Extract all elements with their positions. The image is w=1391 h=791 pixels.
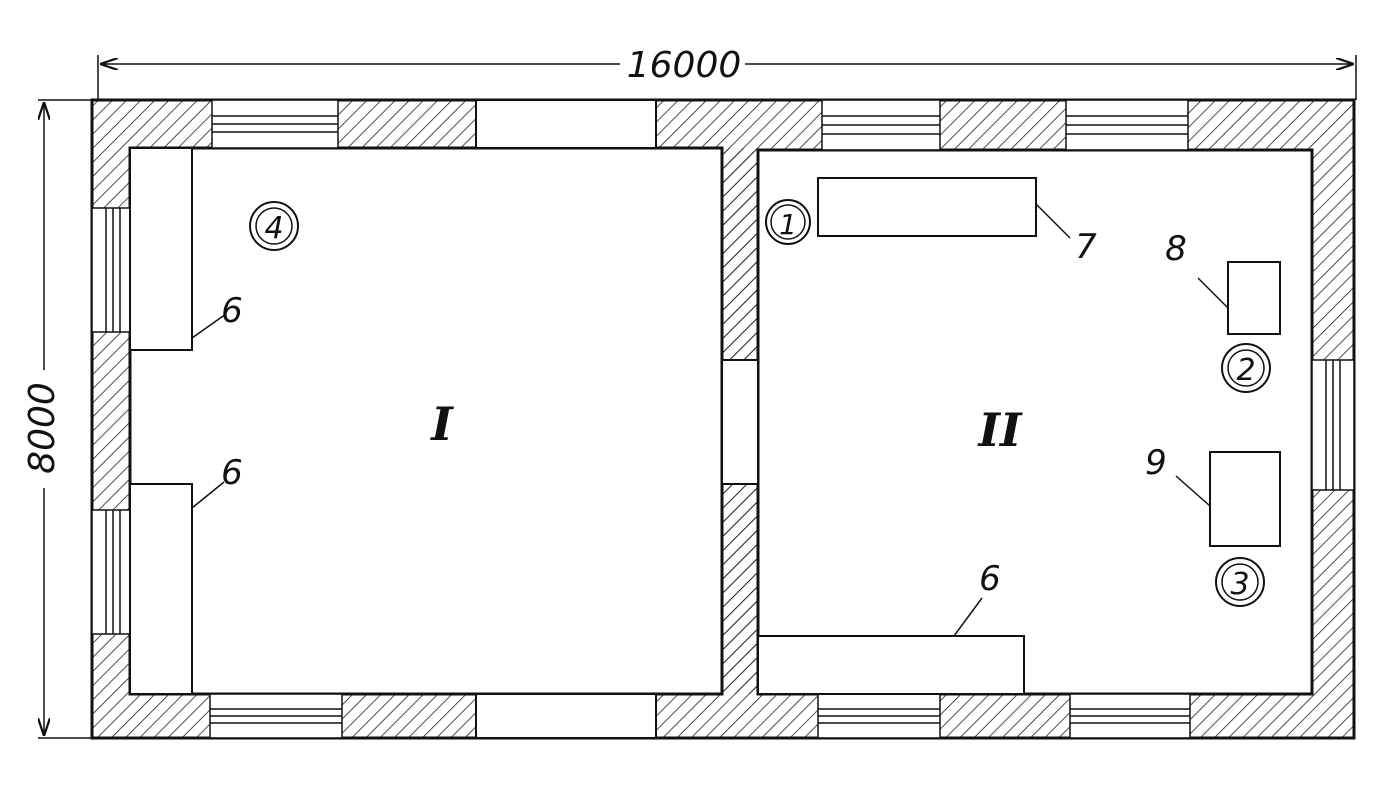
- doors: [475, 99, 759, 739]
- table-7: [817, 177, 1037, 237]
- marker-1: 1: [765, 199, 811, 245]
- room1-furniture: [129, 147, 193, 695]
- door-bottom: [475, 693, 657, 739]
- marker-2-label: 2: [1236, 353, 1255, 388]
- room-label-2: II: [976, 403, 1023, 457]
- windows: [91, 99, 1355, 739]
- dimension-height: 8000: [22, 99, 92, 739]
- door-partition: [721, 359, 759, 485]
- window-left-2: [91, 509, 131, 635]
- callout-bench-upper: 6: [221, 291, 243, 331]
- cabinet-8: [1227, 261, 1281, 335]
- bench-lower-left: [129, 483, 193, 695]
- callout-table: 7: [1075, 227, 1097, 267]
- room-label-1: I: [429, 397, 454, 451]
- marker-2: 2: [1221, 343, 1271, 393]
- bench-upper-left: [129, 147, 193, 351]
- callout-bench-bottom: 6: [979, 559, 1001, 599]
- callout-bench-lower: 6: [221, 453, 243, 493]
- height-dimension-label: 8000: [22, 382, 63, 474]
- callout-cabinet-8: 8: [1165, 229, 1187, 269]
- marker-1-label: 1: [779, 208, 797, 241]
- marker-3-label: 3: [1230, 567, 1249, 602]
- marker-3: 3: [1215, 557, 1265, 607]
- marker-4-label: 4: [264, 211, 283, 246]
- dimension-width: 16000: [97, 45, 1357, 100]
- marker-4: 4: [249, 201, 299, 251]
- window-left-1: [91, 207, 131, 333]
- width-dimension-label: 16000: [627, 45, 742, 86]
- callout-cabinet-9: 9: [1145, 443, 1167, 483]
- bench-bottom: [757, 635, 1025, 695]
- room2-furniture: [757, 177, 1281, 695]
- door-top: [475, 99, 657, 149]
- cabinet-9: [1209, 451, 1281, 547]
